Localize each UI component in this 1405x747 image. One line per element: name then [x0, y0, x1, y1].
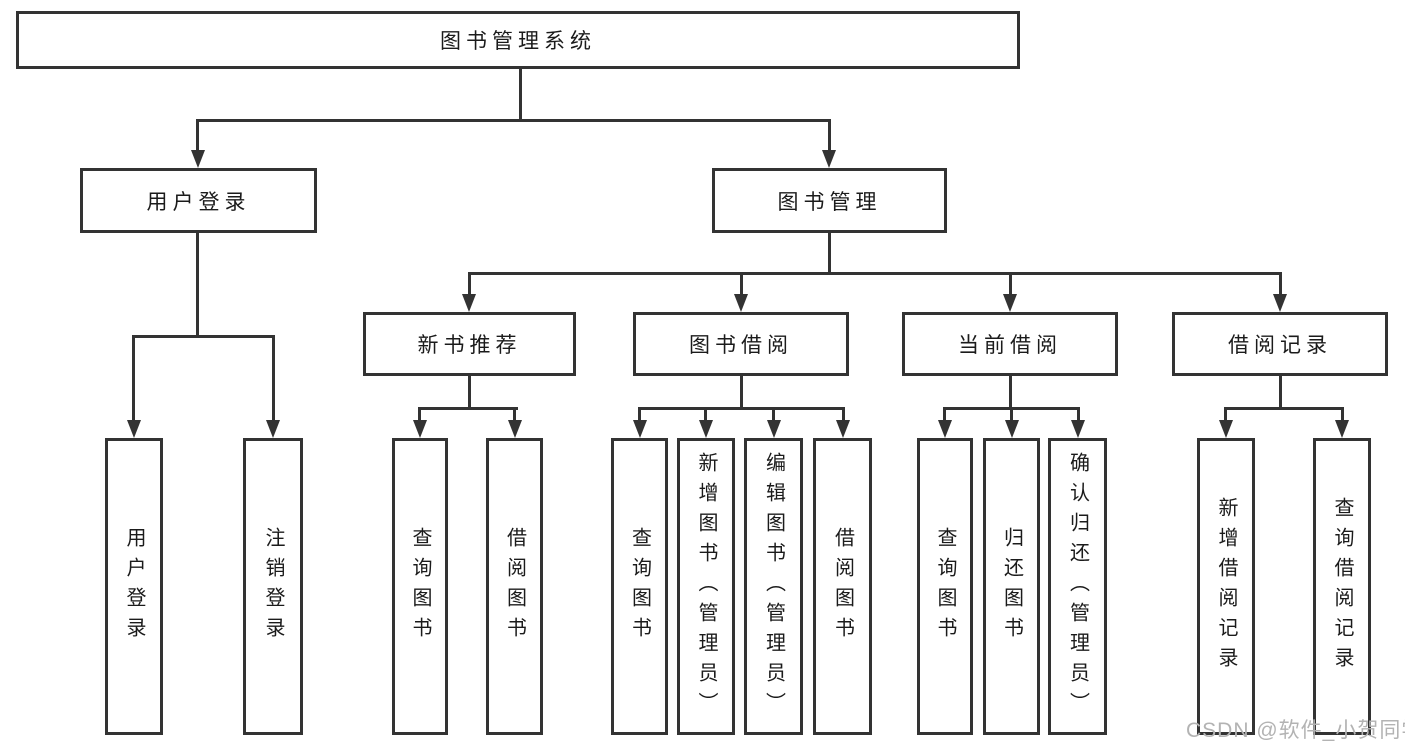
node-label: 新书推荐 — [417, 334, 522, 357]
leaf-add-borrow-record: 新增借阅记录 — [1197, 438, 1255, 735]
leaf-borrow-books-borrowing: 借阅图书 — [813, 438, 872, 735]
leaf-edit-books-admin: 编辑图书（管理员） — [744, 438, 803, 735]
connector-line — [196, 231, 199, 338]
connector-line — [1341, 407, 1344, 424]
leaf-label: 新增图书（管理员） — [695, 451, 717, 722]
arrowhead-icon — [1219, 420, 1233, 438]
leaf-user-login: 用户登录 — [105, 438, 163, 735]
arrowhead-icon — [1273, 294, 1287, 312]
connector-line — [272, 335, 275, 423]
node-book-borrowing: 图书借阅 — [633, 312, 849, 376]
arrowhead-icon — [413, 420, 427, 438]
leaf-label: 确认归还（管理员） — [1066, 451, 1089, 722]
connector-line — [1224, 407, 1344, 410]
leaf-return-books: 归还图书 — [983, 438, 1040, 735]
connector-line — [842, 407, 845, 424]
arrowhead-icon — [767, 420, 781, 438]
leaf-add-books-admin: 新增图书（管理员） — [677, 438, 735, 735]
connector-line — [740, 374, 743, 410]
connector-line — [1077, 407, 1080, 424]
connector-line — [1224, 407, 1227, 424]
node-borrowing-records: 借阅记录 — [1172, 312, 1388, 376]
connector-line — [943, 407, 946, 424]
node-label: 图书借阅 — [689, 334, 793, 357]
arrowhead-icon — [699, 420, 713, 438]
connector-line — [828, 119, 831, 153]
connector-line — [513, 407, 516, 424]
connector-line — [196, 119, 199, 153]
arrowhead-icon — [1335, 420, 1349, 438]
node-label: 图书管理 — [777, 190, 882, 214]
arrowhead-icon — [462, 294, 476, 312]
connector-line — [468, 272, 1282, 275]
node-label: 图书管理系统 — [440, 30, 596, 53]
leaf-label: 查询图书 — [934, 526, 956, 647]
node-label: 当前借阅 — [958, 334, 1062, 357]
connector-line — [196, 119, 831, 122]
arrowhead-icon — [938, 420, 952, 438]
node-book-management: 图书管理 — [712, 168, 947, 233]
leaf-label: 借阅图书 — [831, 526, 854, 647]
connector-line — [772, 407, 775, 424]
node-current-borrowing: 当前借阅 — [902, 312, 1118, 376]
connector-line — [468, 272, 471, 298]
leaf-label: 新增借阅记录 — [1215, 496, 1237, 677]
leaf-query-books-current: 查询图书 — [917, 438, 973, 735]
leaf-label: 查询借阅记录 — [1331, 496, 1353, 677]
leaf-borrow-books-recommend: 借阅图书 — [486, 438, 543, 735]
leaf-label: 编辑图书（管理员） — [762, 451, 785, 722]
node-label: 借阅记录 — [1228, 334, 1332, 357]
leaf-logout: 注销登录 — [243, 438, 303, 735]
watermark-text: CSDN @软件_小贺同学 — [1186, 719, 1405, 742]
arrowhead-icon — [127, 420, 141, 438]
arrowhead-icon — [633, 420, 647, 438]
arrowhead-icon — [191, 150, 205, 168]
connector-line — [418, 407, 421, 424]
arrowhead-icon — [734, 294, 748, 312]
arrowhead-icon — [266, 420, 280, 438]
leaf-query-books-borrowing: 查询图书 — [611, 438, 668, 735]
node-new-book-recommend: 新书推荐 — [363, 312, 576, 376]
connector-line — [1010, 407, 1013, 424]
arrowhead-icon — [1003, 294, 1017, 312]
arrowhead-icon — [508, 420, 522, 438]
leaf-label: 注销登录 — [262, 526, 284, 647]
leaf-query-borrow-record: 查询借阅记录 — [1313, 438, 1371, 735]
arrowhead-icon — [1005, 420, 1019, 438]
arrowhead-icon — [1071, 420, 1085, 438]
node-label: 用户登录 — [146, 190, 251, 214]
leaf-label: 借阅图书 — [503, 526, 526, 647]
connector-line — [638, 407, 641, 424]
connector-line — [1009, 272, 1012, 298]
arrowhead-icon — [836, 420, 850, 438]
connector-line — [132, 335, 135, 423]
connector-line — [132, 335, 275, 338]
connector-line — [1279, 374, 1282, 410]
connector-line — [418, 407, 518, 410]
connector-line — [638, 407, 845, 410]
leaf-label: 查询图书 — [409, 526, 431, 647]
connector-line — [519, 67, 522, 122]
connector-line — [1279, 272, 1282, 298]
node-user-login: 用户登录 — [80, 168, 317, 233]
leaf-label: 用户登录 — [123, 526, 145, 647]
leaf-label: 归还图书 — [1000, 526, 1023, 647]
connector-line — [828, 231, 831, 275]
leaf-query-books-recommend: 查询图书 — [392, 438, 448, 735]
connector-line — [468, 374, 471, 410]
connector-line — [1009, 374, 1012, 410]
leaf-confirm-return-admin: 确认归还（管理员） — [1048, 438, 1107, 735]
connector-line — [740, 272, 743, 298]
node-library-management-system: 图书管理系统 — [16, 11, 1020, 69]
connector-line — [704, 407, 707, 424]
leaf-label: 查询图书 — [628, 526, 651, 647]
arrowhead-icon — [822, 150, 836, 168]
